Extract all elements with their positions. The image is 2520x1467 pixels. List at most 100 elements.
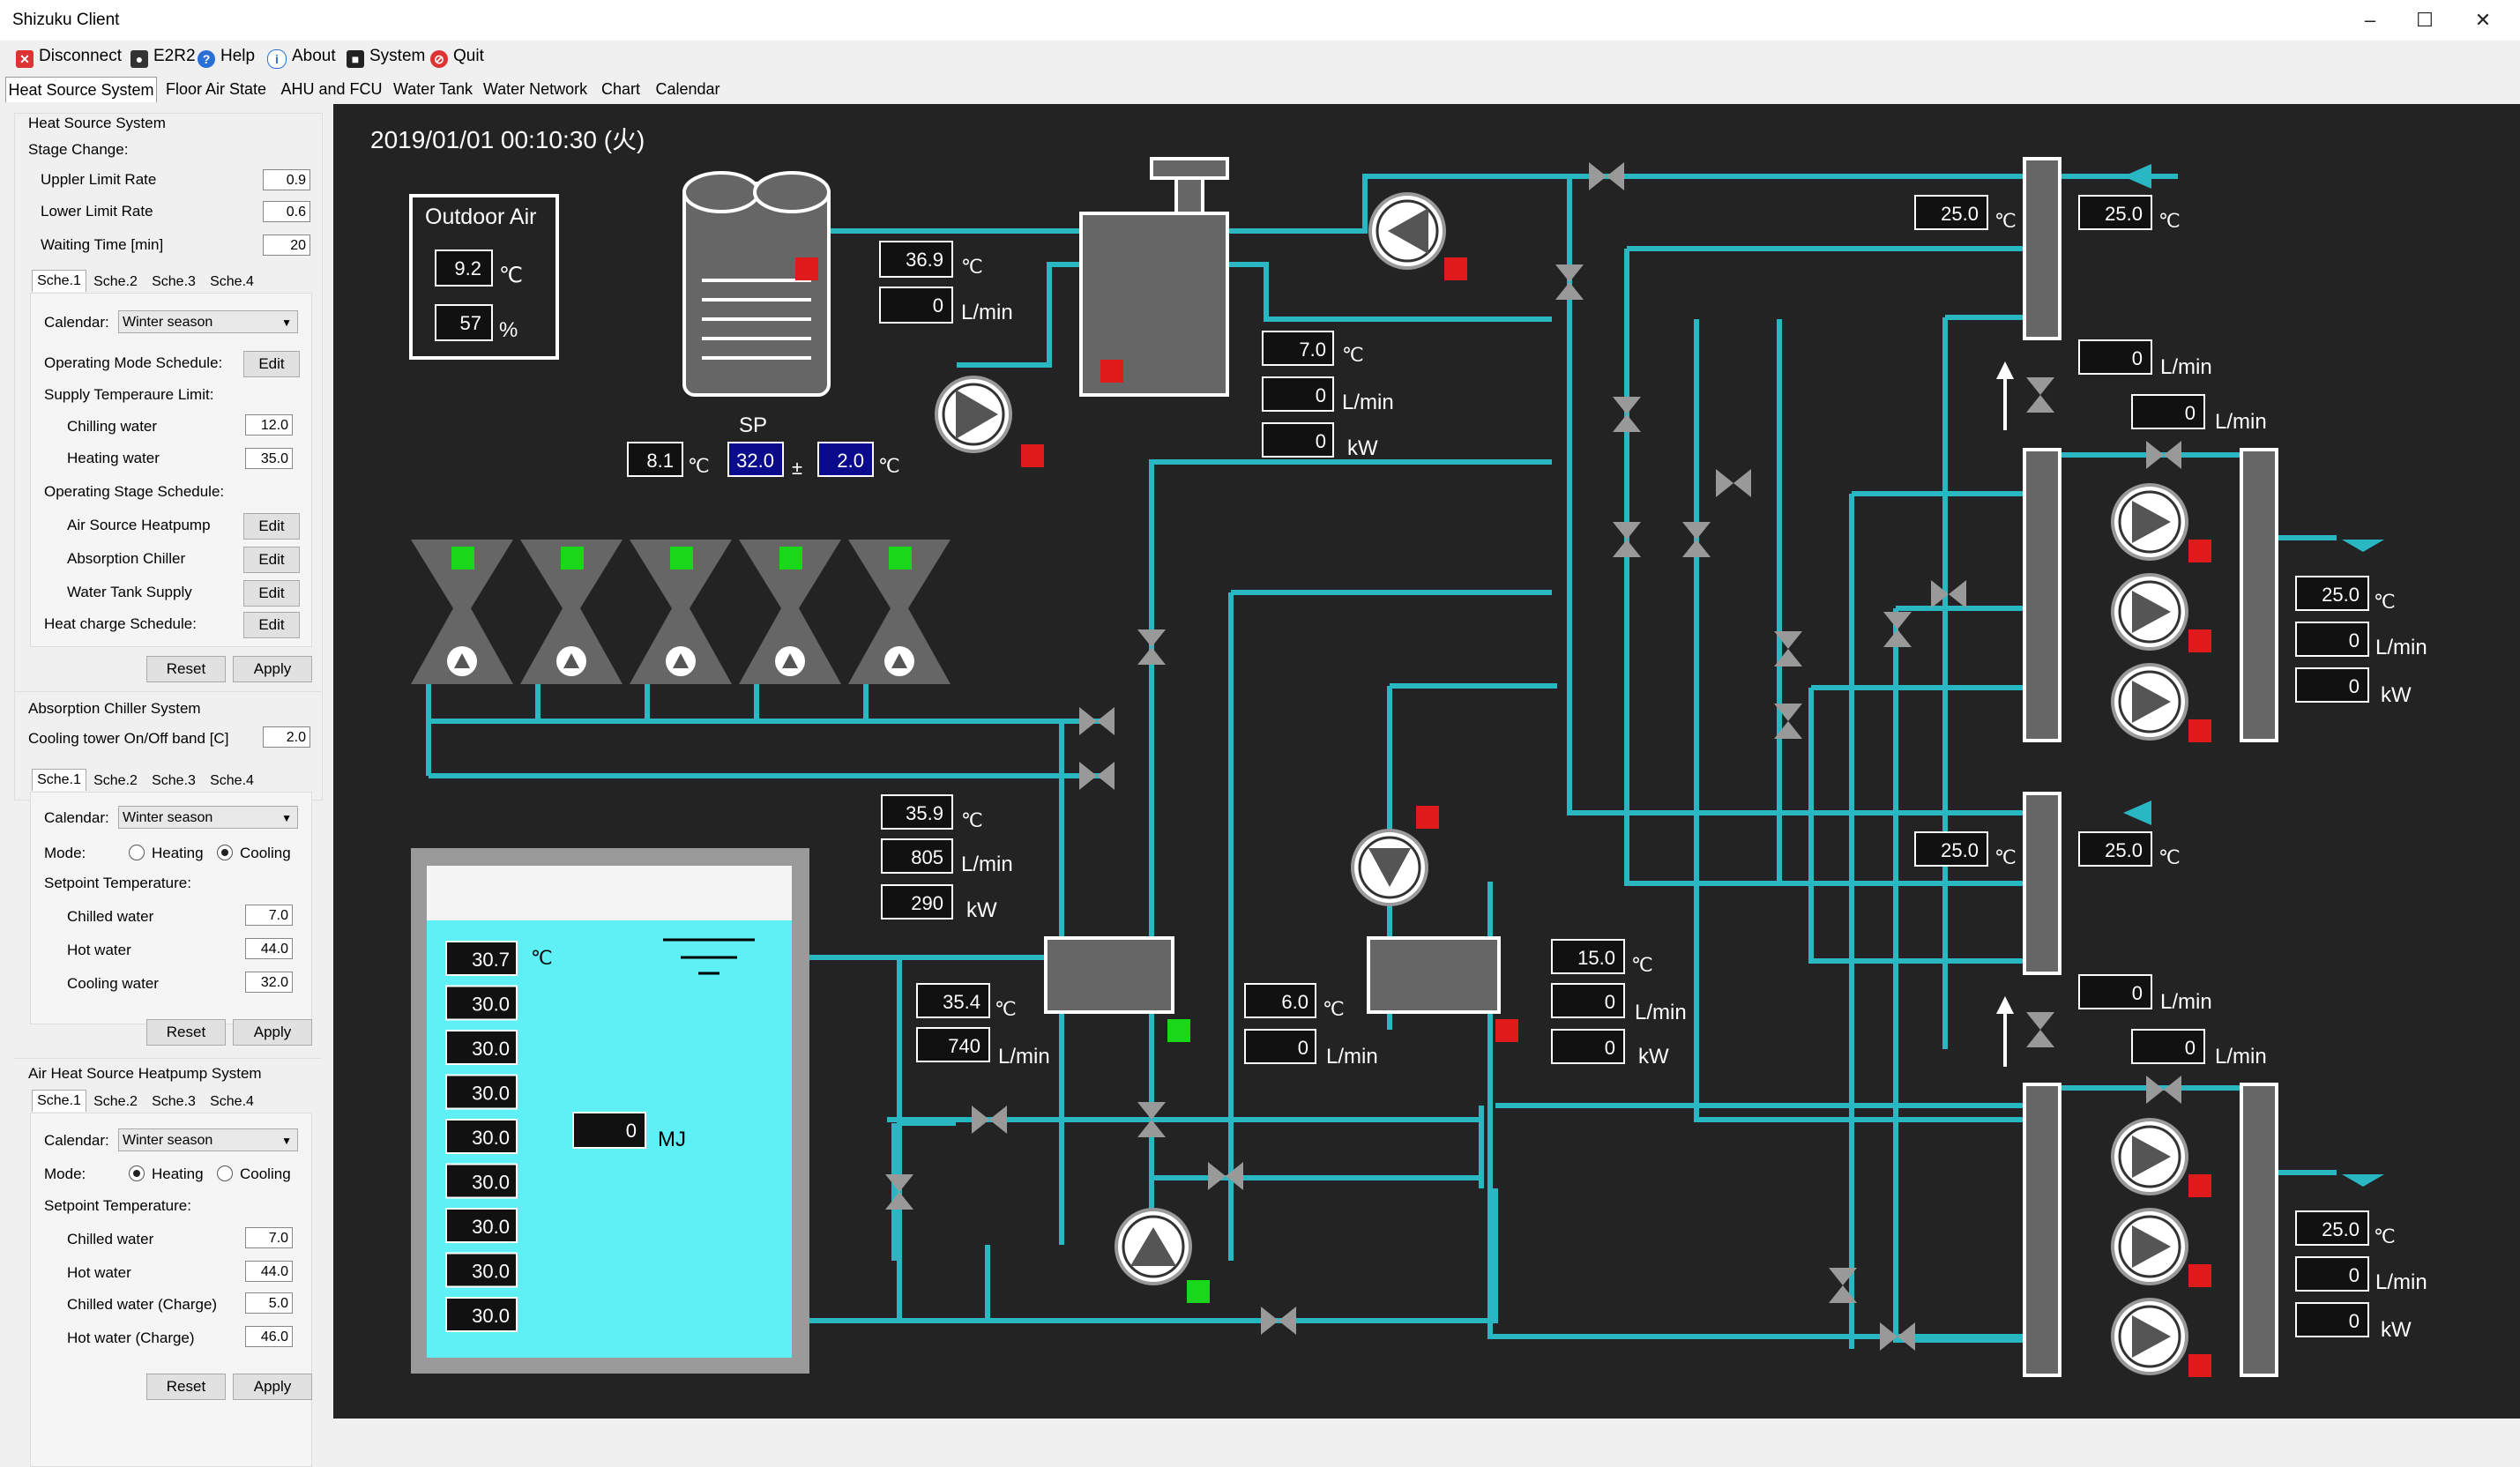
ahhs-calendar-select[interactable]: Winter season▼	[118, 1128, 298, 1151]
valve[interactable]	[1931, 580, 1966, 608]
menu-quit[interactable]: ⊘Quit	[430, 44, 484, 69]
valve[interactable]	[1555, 264, 1584, 300]
tab-floor-air-state[interactable]: Floor Air State	[165, 80, 267, 98]
hss-heating-input[interactable]: 35.0	[245, 448, 293, 469]
valve[interactable]	[2026, 377, 2054, 413]
ahhs-sche-tab-2[interactable]: Sche.2	[93, 1094, 138, 1109]
acs-ct-label: Cooling tower On/Off band [C]	[28, 730, 229, 747]
valve[interactable]	[1589, 162, 1624, 190]
tank-layer-9-box	[445, 1297, 518, 1332]
ahhs-sche-tab-4[interactable]: Sche.4	[210, 1094, 254, 1109]
menu-system[interactable]: ■System	[347, 44, 425, 69]
valve[interactable]	[1883, 612, 1912, 647]
tab-heat-source-system[interactable]: Heat Source System	[5, 77, 157, 102]
hss-sche-tab-4[interactable]: Sche.4	[210, 274, 254, 289]
valve[interactable]	[1079, 762, 1115, 790]
acs-chilled-input[interactable]: 7.0	[245, 905, 293, 926]
valve[interactable]	[1208, 1162, 1243, 1190]
hss-opmode-edit-button[interactable]: Edit	[243, 351, 300, 377]
sp-band-box[interactable]	[817, 442, 874, 477]
menu-disconnect[interactable]: ✕Disconnect	[16, 44, 122, 69]
ahhs-chilled-charge-input[interactable]: 5.0	[245, 1292, 293, 1314]
ahhs-hot-input[interactable]: 44.0	[245, 1261, 293, 1282]
acs-sche-tab-3[interactable]: Sche.3	[152, 773, 196, 788]
valve[interactable]	[1880, 1322, 1915, 1351]
ahhs-chilled-input[interactable]: 7.0	[245, 1227, 293, 1248]
valve[interactable]	[1079, 707, 1115, 735]
menu-help[interactable]: ?Help	[198, 44, 255, 69]
hss-reset-button[interactable]: Reset	[146, 656, 226, 682]
hss-absorp-edit-button[interactable]: Edit	[243, 547, 300, 573]
tab-water-network[interactable]: Water Network	[482, 80, 588, 98]
ahhs-reset-button[interactable]: Reset	[146, 1374, 226, 1400]
ahhs-sche-tab-1[interactable]: Sche.1	[32, 1090, 86, 1112]
acs-apply-button[interactable]: Apply	[233, 1019, 312, 1046]
valve[interactable]	[1613, 522, 1641, 557]
hss-chilling-input[interactable]: 12.0	[245, 414, 293, 436]
menu-e2r2[interactable]: ●E2R2	[130, 44, 196, 69]
valve[interactable]	[1261, 1307, 1296, 1335]
acs-sche-tab-1[interactable]: Sche.1	[32, 769, 86, 791]
tab-ahu-fcu[interactable]: AHU and FCU	[280, 80, 383, 98]
hss-sche-tab-2[interactable]: Sche.2	[93, 274, 138, 289]
tab-calendar[interactable]: Calendar	[655, 80, 720, 98]
maximize-button[interactable]: ☐	[2416, 9, 2434, 31]
ahhs-sche-tab-3[interactable]: Sche.3	[152, 1094, 196, 1109]
ahhs-hot-charge-input[interactable]: 46.0	[245, 1326, 293, 1347]
valve[interactable]	[972, 1106, 1007, 1134]
outdoor-hum-box	[435, 304, 493, 341]
tab-chart[interactable]: Chart	[600, 80, 640, 98]
hbot-out-temp: 25.0	[2322, 1218, 2360, 1240]
hss-apply-button[interactable]: Apply	[233, 656, 312, 682]
chw-pump-top-status	[1444, 257, 1467, 280]
water-level-icon	[663, 938, 755, 975]
hss-lower-input[interactable]: 0.6	[263, 201, 310, 222]
tab-water-tank[interactable]: Water Tank	[392, 80, 473, 98]
hx1-in-temp: 35.4	[943, 991, 980, 1013]
valve[interactable]	[1682, 522, 1711, 557]
hss-ashp-edit-button[interactable]: Edit	[243, 513, 300, 540]
valve[interactable]	[1774, 631, 1802, 666]
hss-calendar-select[interactable]: Winter season▼	[118, 310, 298, 333]
acs-hot-input[interactable]: 44.0	[245, 938, 293, 959]
valve[interactable]	[1774, 704, 1802, 739]
hss-wts-edit-button[interactable]: Edit	[243, 580, 300, 607]
hss-wait-input[interactable]: 20	[263, 235, 310, 256]
htop-out-power-unit: kW	[2381, 683, 2412, 707]
hss-heatcharge-edit-button[interactable]: Edit	[243, 612, 300, 638]
valve[interactable]	[2146, 1076, 2181, 1104]
ahhs-heating-label: Heating	[152, 1165, 204, 1182]
hss-sche-tab-1[interactable]: Sche.1	[32, 270, 86, 292]
valve[interactable]	[1613, 397, 1641, 432]
minimize-button[interactable]: –	[2364, 9, 2376, 31]
hss-upper-input[interactable]: 0.9	[263, 169, 310, 190]
hbot-in-temp2-box	[2078, 831, 2152, 867]
acs-calendar-select[interactable]: Winter season▼	[118, 806, 298, 829]
ahhs-cooling-radio[interactable]	[217, 1165, 233, 1181]
acs-cooling-radio[interactable]	[217, 845, 233, 860]
acs-cool-input[interactable]: 32.0	[245, 972, 293, 993]
hbot-out-temp-box	[2295, 1210, 2369, 1246]
valve[interactable]	[2026, 1012, 2054, 1047]
sp-setpoint-box[interactable]	[727, 442, 784, 477]
acs-sche-tab-2[interactable]: Sche.2	[93, 773, 138, 788]
acs-heating-radio[interactable]	[129, 845, 145, 860]
valve[interactable]	[1829, 1268, 1857, 1303]
valve[interactable]	[885, 1174, 913, 1210]
valve[interactable]	[1137, 629, 1166, 665]
acs-ct-input[interactable]: 2.0	[263, 726, 310, 748]
valve[interactable]	[1137, 1102, 1166, 1137]
hx2-out-power-box	[1551, 1029, 1625, 1064]
hx1-temp-box	[881, 794, 953, 830]
ahhs-apply-button[interactable]: Apply	[233, 1374, 312, 1400]
hss-sche-tab-3[interactable]: Sche.3	[152, 274, 196, 289]
hbot-in-temp-unit: ℃	[1994, 846, 2017, 868]
valve[interactable]	[1716, 469, 1751, 497]
htop-out-flow-unit: L/min	[2375, 636, 2427, 659]
ahhs-heating-radio[interactable]	[129, 1165, 145, 1181]
valve[interactable]	[2146, 441, 2181, 469]
close-button[interactable]: ✕	[2474, 9, 2492, 31]
acs-sche-tab-4[interactable]: Sche.4	[210, 773, 254, 788]
acs-reset-button[interactable]: Reset	[146, 1019, 226, 1046]
